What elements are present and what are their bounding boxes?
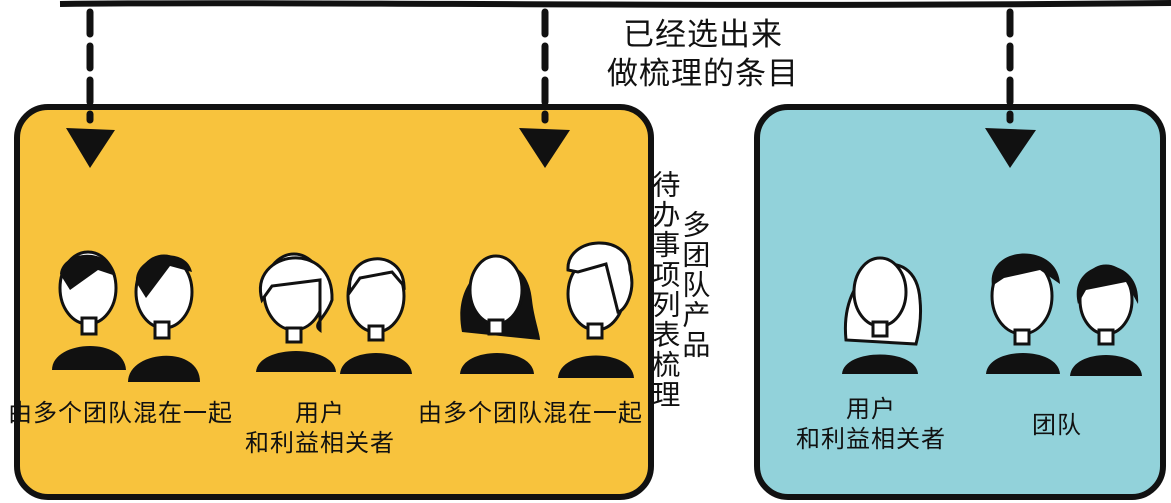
mixed-teams-label-left: 由多个团队混在一起	[8, 399, 233, 427]
person-icon	[340, 257, 412, 374]
users-label-line1: 用户	[295, 399, 345, 427]
person-icon	[256, 252, 336, 372]
person-icon	[1070, 264, 1142, 376]
down-arrow-icon	[985, 8, 1036, 168]
person-icon	[842, 256, 922, 374]
stakeholders-label-line2: 和利益相关者	[245, 429, 395, 457]
person-icon	[128, 254, 200, 382]
mixed-teams-label-right: 由多个团队混在一起	[418, 399, 643, 427]
down-arrow-icon	[66, 8, 115, 168]
multi-team-panel	[14, 104, 654, 500]
selected-items-note-line1: 已经选出来	[623, 17, 783, 53]
multi-team-product-label: 多团队产品	[678, 210, 712, 360]
selected-items-note-line2: 做梳理的条目	[607, 55, 799, 92]
stakeholders-label-line2-teal: 和利益相关者	[796, 425, 946, 453]
users-label-line1-teal: 用户	[846, 395, 896, 423]
person-icon	[986, 253, 1060, 374]
person-icon	[558, 241, 634, 378]
backlog-refinement-label: 待办事项列表梳理	[648, 170, 682, 410]
users-stakeholders-label-yellow: 用户 和利益相关者	[245, 398, 395, 458]
users-stakeholders-label-teal: 用户 和利益相关者	[796, 394, 946, 454]
team-label: 团队	[1032, 411, 1082, 439]
person-icon	[460, 254, 540, 374]
person-icon	[52, 250, 126, 370]
selected-items-note: 已经选出来 做梳理的条目	[598, 16, 808, 94]
down-arrow-icon	[519, 8, 570, 168]
